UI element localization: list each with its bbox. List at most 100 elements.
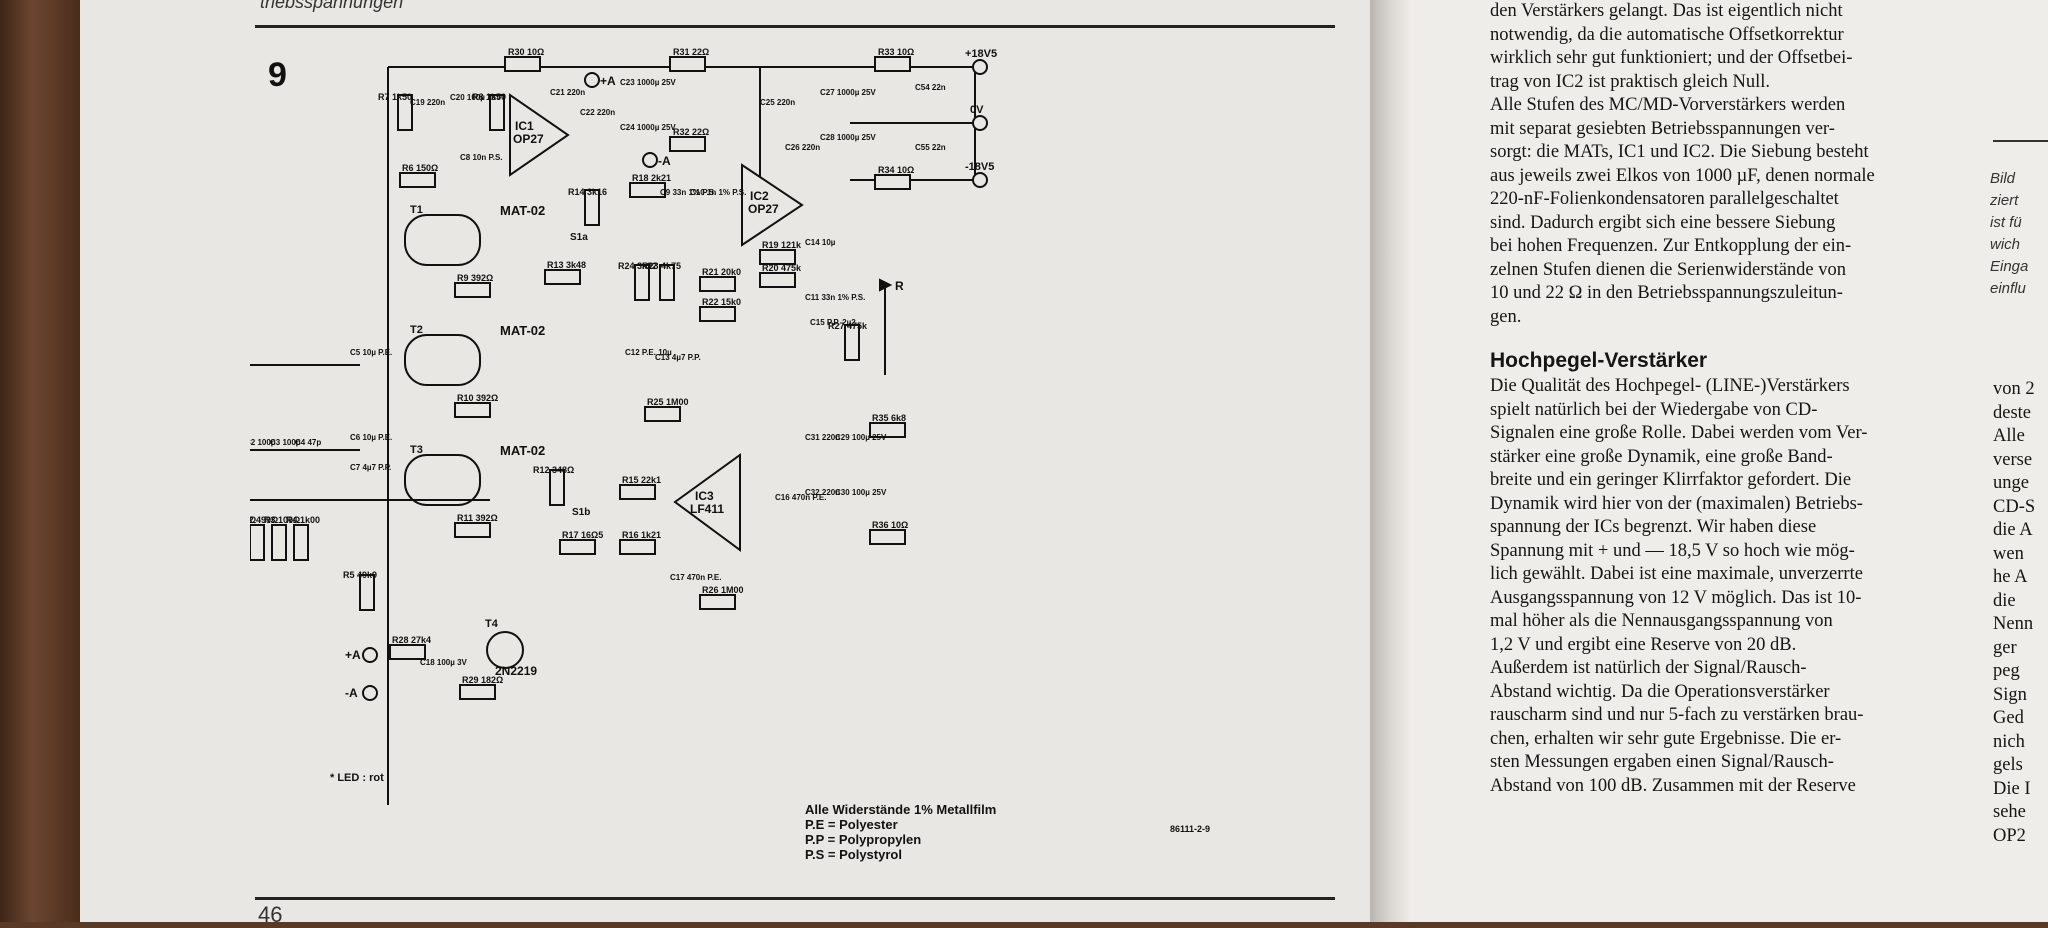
cropped-caption: Bild ziert ist fü wich Einga einflu [1990, 168, 2048, 300]
edge-line: wen [1993, 543, 2024, 564]
edge-line: nich [1993, 731, 2025, 752]
legend-pp: P.P = Polypropylen [805, 832, 922, 847]
minus-a-label: -A [658, 154, 671, 168]
ic1-label: IC1 [515, 119, 534, 133]
capacitor-label: C22 220n [580, 108, 615, 117]
t4-type: 2N2219 [495, 664, 537, 678]
capacitor-label: C23 1000µ 25V [620, 78, 676, 87]
edge-line: Ged [1993, 708, 2024, 728]
edge-line: Nenn [1993, 614, 2034, 634]
capacitor-label: C8 10n P.S. [460, 153, 503, 162]
edge-line: die [1993, 590, 2016, 611]
edge-line: peg [1993, 661, 2020, 681]
resistor-label: R13 3k48 [547, 260, 586, 270]
resistor-label: R16 1k21 [622, 530, 661, 540]
resistor-label: R7 1k50 [378, 92, 412, 102]
article-line: mal höher als die Nennausgangsspannung v… [1490, 611, 1833, 631]
capacitor-label: C20 100µ 25V [450, 93, 502, 102]
capacitor-label: C11 33n 1% P.S. [805, 293, 865, 302]
cropped-edge-column: von 2 deste Alle verse unge CD-S die A w… [1993, 378, 2048, 848]
resistor-label: R11 392Ω [457, 513, 498, 523]
resistor-label: R26 1M00 [702, 585, 744, 595]
plus-a-label: +A [600, 74, 616, 88]
mat02-label-t3: MAT-02 [500, 443, 545, 458]
ic2-type: OP27 [748, 202, 779, 216]
capacitor-label: C32 220n [805, 488, 840, 497]
edge-line: ger [1993, 637, 2017, 658]
drawing-code: 86111-2-9 [1170, 824, 1211, 834]
capacitor-label: C24 1000µ 25V [620, 123, 676, 132]
t4-label: T4 [485, 618, 499, 630]
edge-line: von 2 [1993, 379, 2035, 399]
capacitor-label: C19 220n [410, 98, 445, 107]
caption-rule [1993, 140, 2048, 142]
resistor-label: R29 182Ω [462, 675, 503, 685]
right-page [1410, 0, 2048, 922]
t1-label: T1 [410, 204, 423, 216]
article-line: 10 und 22 Ω in den Betriebsspannungszule… [1490, 283, 1843, 303]
article-line: spannung der ICs begrenzt. Wir haben die… [1490, 517, 1817, 537]
resistor-label: R4 1k00 [286, 515, 320, 525]
capacitor-label: C26 220n [785, 143, 820, 152]
resistor-label: R1 200Ω [250, 515, 256, 525]
rail-neg-label: -18V5 [965, 161, 994, 173]
resistor-label: R9 392Ω [457, 273, 493, 283]
switch-s1a-label: S1a [570, 232, 588, 243]
resistor-label: R33 10Ω [878, 47, 914, 57]
article-line: Abstand von 100 dB. Zusammen mit der Res… [1490, 775, 1856, 796]
capacitor-label: C3 100p [270, 438, 301, 447]
supply-minus-a-label: -A [345, 686, 358, 700]
resistor-label: R5 49k9 [343, 570, 377, 580]
page-number: 46 [258, 902, 283, 927]
article-line: 220-nF-Folienkondensatoren parallelgesch… [1490, 189, 1839, 209]
t2-label: T2 [410, 324, 423, 336]
edge-line: die A [1993, 520, 2033, 540]
capacitor-label: C4 47p [295, 438, 321, 447]
ic3-label: IC3 [695, 489, 714, 503]
article-line: 1,2 V und ergibt eine Reserve von 20 dB. [1490, 634, 1797, 655]
figure-number: 9 [268, 56, 287, 94]
capacitor-label: C7 4µ7 P.P. [350, 463, 391, 472]
edge-line: sehe [1993, 802, 2026, 822]
capacitor-label: C5 10µ P.E. [350, 348, 392, 357]
edge-line: Die I [1993, 778, 2031, 799]
resistor-label: R21 20k0 [702, 267, 741, 277]
resistor-label: R17 16Ω5 [562, 530, 603, 540]
article-line: trag von IC2 ist praktisch gleich Null. [1490, 71, 1771, 92]
article-line: Die Qualität des Hochpegel- (LINE-)Verst… [1490, 376, 1850, 396]
resistor-label: R30 10Ω [508, 47, 544, 57]
edge-line: unge [1993, 473, 2029, 493]
article-line: Signalen eine große Rolle. Dabei werden … [1490, 423, 1868, 443]
left-page [80, 0, 1370, 922]
article-line: chen, erhalten wir sehr gute Ergebnisse.… [1490, 728, 1842, 749]
resistor-label: R18 2k21 [632, 173, 671, 183]
article-line: sorgt: die MATs, IC1 und IC2. Die Siebun… [1490, 142, 1869, 162]
edge-line: he A [1993, 567, 2028, 587]
caption-line: ziert [1990, 192, 2019, 209]
capacitor-label: C6 10µ P.E. [350, 433, 392, 442]
capacitor-label: C21 220n [550, 88, 585, 97]
edge-line: Alle [1993, 426, 2025, 446]
edge-line: OP2 [1993, 825, 2026, 846]
caption-line: Einga [1990, 258, 2029, 275]
article-line: gen. [1490, 306, 1522, 327]
resistor-label: R6 150Ω [402, 163, 438, 173]
component-note: Alle Widerstände 1% Metallfilm [805, 802, 997, 817]
edge-line: CD-S [1993, 496, 2036, 517]
article-line: Ausgangsspannung von 12 V möglich. Das i… [1490, 587, 1862, 608]
t3-label: T3 [410, 444, 423, 456]
resistor-label: R34 10Ω [878, 165, 914, 175]
article-line: lich gewählt. Dabei ist eine maximale, u… [1490, 564, 1863, 584]
article-line: bei hohen Frequenzen. Zur Entkopplung de… [1490, 236, 1852, 256]
capacitor-label: C28 1000µ 25V [820, 133, 876, 142]
capacitor-label: C54 22n [915, 83, 946, 92]
caption-line: wich [1990, 236, 2021, 253]
ic2-label: IC2 [750, 189, 769, 203]
rail-zero-label: 0V [970, 104, 984, 116]
capacitor-label: C18 100µ 3V [420, 658, 468, 667]
wood-background [0, 0, 80, 922]
resistor-label: R35 6k8 [872, 413, 906, 423]
capacitor-label: C27 1000µ 25V [820, 88, 876, 97]
capacitor-label: C12 P.E. 10µ [625, 348, 672, 357]
resistor-label: R3 100Ω [264, 515, 300, 525]
